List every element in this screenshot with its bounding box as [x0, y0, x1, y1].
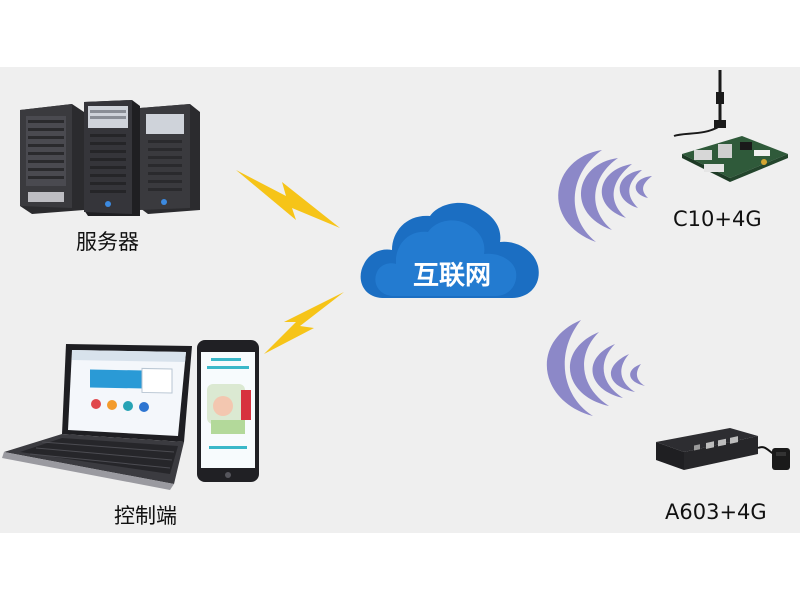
internet-cloud-icon: 互联网 [356, 200, 544, 308]
wireless-signal-lower-icon [533, 316, 663, 418]
a603-controller-box-icon [654, 424, 794, 484]
laptop-icon [2, 334, 198, 490]
c10-label: C10+4G [673, 207, 762, 231]
c10-controller-board-icon [664, 66, 794, 184]
client-label: 控制端 [114, 500, 177, 530]
server-label: 服务器 [76, 226, 139, 256]
server-tower-left [20, 104, 84, 214]
a603-label: A603+4G [665, 500, 767, 524]
smartphone-icon [197, 340, 261, 484]
server-tower-right [140, 104, 200, 214]
wireless-signal-upper-icon [540, 150, 670, 250]
server-tower-middle [84, 100, 140, 216]
internet-label: 互联网 [413, 261, 491, 291]
server-rack-icon [14, 98, 204, 218]
lightning-bolt-lower-icon [264, 292, 346, 356]
lightning-bolt-upper-icon [236, 170, 342, 232]
